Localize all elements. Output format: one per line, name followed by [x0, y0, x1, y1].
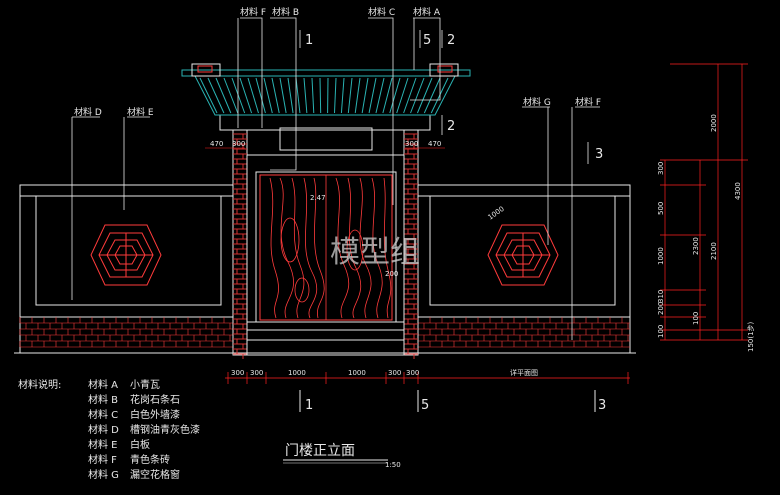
legend-code: 材料 F: [88, 453, 117, 466]
dim-right-500: 500: [657, 202, 665, 215]
legend-description: 花岗石条石: [130, 393, 180, 406]
dim-bottom-300-a: 300: [231, 369, 244, 377]
dim-right-100: 100: [657, 325, 665, 338]
gate-height-label: 2.47: [310, 194, 326, 202]
gate-roof: [181, 63, 471, 131]
dim-right-2300: 2300: [692, 237, 700, 255]
dim-bottom-detail-plan: 详平面图: [510, 368, 538, 377]
section-mark-3-bottom: 3: [598, 398, 606, 413]
left-hex-window: [90, 224, 162, 286]
material-labels-top: 材料 F 材料 B 材料 C 材料 A 材料 D 材料 E 材料 G 材料 F …: [74, 6, 603, 162]
right-plinth: [417, 316, 631, 354]
right-pillar: [403, 129, 419, 359]
dim-200: 200: [385, 270, 398, 278]
section-mark-1-bottom: 1: [305, 398, 313, 413]
legend-description: 青色条砖: [130, 453, 170, 466]
dim-right-310: 310: [657, 290, 665, 303]
dim-bottom-300-c: 300: [388, 369, 401, 377]
watermark: 模型组: [330, 235, 420, 270]
dim-right-2100: 2100: [710, 242, 718, 260]
tag-material-e: 材料 E: [127, 106, 154, 118]
material-leaders-top: [71, 17, 600, 340]
right-wall: [417, 184, 631, 318]
left-plinth: [19, 316, 234, 354]
section-mark-2-mid: 2: [447, 119, 455, 134]
bottom-section-marks: 1 5 3: [299, 390, 606, 413]
tag-material-b: 材料 B: [272, 6, 299, 18]
bottom-dimension-chain: [225, 372, 630, 384]
legend-code: 材料 C: [88, 408, 118, 421]
bottom-dimension-labels: 300 300 1000 1000 300 300 详平面图: [231, 368, 538, 377]
dim-470-left: 470: [210, 140, 223, 148]
gate-doors-wood-grain: [269, 175, 392, 320]
section-mark-1-top: 1: [305, 33, 313, 48]
legend-code: 材料 B: [88, 393, 118, 406]
left-pillar: [232, 129, 248, 359]
dim-diag-1000: 1000: [487, 205, 506, 222]
dim-bottom-300-d: 300: [406, 369, 419, 377]
dim-right-200: 200: [657, 302, 665, 315]
section-mark-5-bottom: 5: [421, 398, 429, 413]
legend-heading: 材料说明:: [18, 378, 61, 391]
dim-right-4300: 4300: [734, 182, 742, 200]
right-dimension-labels: 300 500 1000 310 200 100 100 2300 2100 2…: [657, 114, 755, 352]
legend-description: 小青瓦: [130, 378, 160, 391]
legend-code: 材料 G: [88, 468, 119, 481]
dim-bottom-300-b: 300: [250, 369, 263, 377]
legend-description: 漏空花格窗: [130, 468, 180, 481]
legend-description: 槽钢油青灰色漆: [130, 423, 200, 436]
legend-description: 白色外墙漆: [130, 408, 180, 421]
section-mark-5-top: 5: [423, 33, 431, 48]
legend-code: 材料 D: [88, 423, 119, 436]
right-dimensions: [660, 63, 748, 341]
dim-right-2000: 2000: [710, 114, 718, 132]
title-text: 门楼正立面: [285, 443, 355, 459]
drawing-title: 门楼正立面 1:50: [283, 443, 401, 469]
dim-grade-step: 150(1步): [747, 321, 755, 352]
dim-300-right: 300: [405, 140, 418, 148]
legend-description: 白板: [130, 438, 150, 451]
tag-material-c: 材料 C: [368, 6, 395, 18]
dim-bottom-1000-a: 1000: [288, 369, 306, 377]
tag-material-g: 材料 G: [523, 96, 551, 108]
tag-material-a: 材料 A: [413, 6, 441, 18]
dim-300-left: 300: [232, 140, 245, 148]
tag-material-f-right: 材料 F: [575, 96, 601, 108]
section-mark-2-top: 2: [447, 33, 455, 48]
gate-frame: [246, 127, 405, 356]
tag-material-d: 材料 D: [74, 106, 102, 118]
legend-code: 材料 A: [88, 378, 118, 391]
dim-right-mid-100: 100: [692, 312, 700, 325]
tag-material-f-top: 材料 F: [240, 6, 266, 18]
section-mark-3-right: 3: [595, 147, 603, 162]
right-hex-window: [487, 224, 559, 286]
scale-text: 1:50: [385, 461, 401, 469]
dim-right-1000: 1000: [657, 247, 665, 265]
dim-470-right: 470: [428, 140, 441, 148]
legend-code: 材料 E: [88, 438, 118, 451]
dim-right-300: 300: [657, 162, 665, 175]
dim-bottom-1000-b: 1000: [348, 369, 366, 377]
